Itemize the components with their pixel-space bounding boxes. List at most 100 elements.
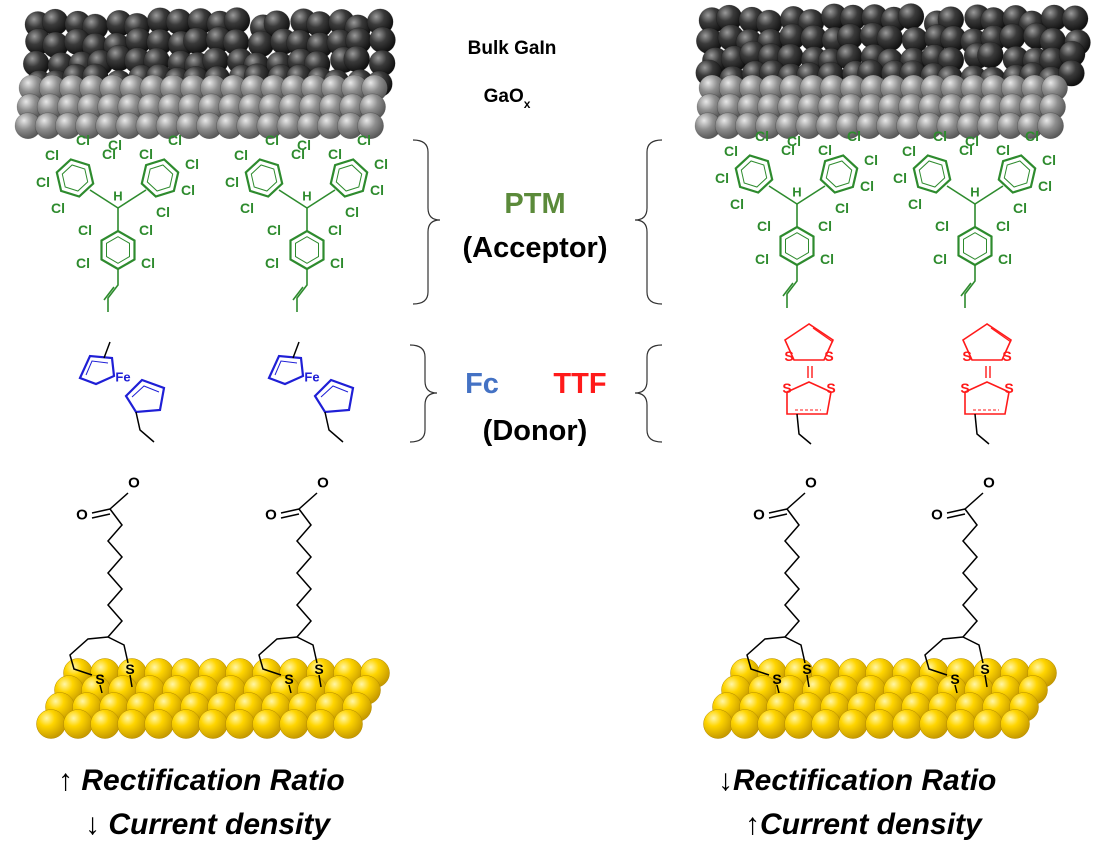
gold-atom — [225, 709, 255, 739]
benzene-ring — [55, 158, 95, 198]
gaox-label: GaOx — [484, 86, 531, 111]
carbonyl-oxygen-atom: O — [76, 507, 88, 524]
aromatic-bond — [250, 164, 278, 192]
oxygen-atom: O — [983, 475, 995, 492]
braces — [409, 139, 663, 443]
current-density-label: Current density — [760, 808, 982, 841]
carbonyl-oxygen-atom: O — [931, 507, 943, 524]
chlorine-atom: Cl — [267, 222, 281, 238]
up-arrow-icon: ↑ — [745, 808, 760, 841]
gold-atom — [333, 709, 363, 739]
aromatic-bond — [106, 236, 130, 264]
hydrogen-atom: H — [302, 189, 311, 204]
atom-sphere — [1058, 59, 1085, 87]
gold-atom — [252, 709, 282, 739]
chlorine-atom: Cl — [1038, 178, 1052, 194]
chlorine-atom: Cl — [1042, 152, 1056, 168]
benzene-ring — [734, 154, 774, 194]
gold-atom — [144, 709, 174, 739]
chlorine-atom: Cl — [265, 132, 279, 148]
benzene-ring — [329, 158, 369, 198]
atom-sphere — [1061, 5, 1089, 32]
chlorine-atom: Cl — [864, 152, 878, 168]
sulfur-atom: S — [826, 380, 835, 396]
benzene-ring — [912, 154, 952, 194]
right-caption-line1: ↓Rectification Ratio — [718, 764, 996, 798]
alkyl-ester-chain: O O S S — [924, 475, 995, 694]
sulfur-atom: S — [960, 380, 969, 396]
hydrogen-atom: H — [113, 189, 122, 204]
carbonyl-oxygen-atom: O — [265, 507, 277, 524]
benzene-ring — [140, 158, 180, 198]
chlorine-atom: Cl — [185, 156, 199, 172]
chlorine-atom: Cl — [374, 156, 388, 172]
electrode-labels: Bulk GaIn GaOx — [468, 38, 557, 111]
chlorine-atom: Cl — [724, 143, 738, 159]
gold-atom — [730, 709, 760, 739]
chlorine-atom: Cl — [715, 170, 729, 186]
gold-atom — [171, 709, 201, 739]
aromatic-bond — [295, 236, 319, 264]
chlorine-atom: Cl — [234, 147, 248, 163]
gold-atom — [36, 709, 66, 739]
chlorine-atom: Cl — [755, 251, 769, 267]
aromatic-bond — [1003, 160, 1031, 188]
oxygen-atom: O — [317, 475, 329, 492]
chlorine-atom: Cl — [818, 218, 832, 234]
carbonyl-oxygen-atom: O — [753, 507, 765, 524]
gold-atom — [892, 709, 922, 739]
chlorine-atom: Cl — [76, 132, 90, 148]
benzene-ring — [244, 158, 284, 198]
sulfur-atom: S — [980, 661, 989, 677]
gold-atom — [865, 709, 895, 739]
sulfur-atom: S — [824, 348, 833, 364]
down-arrow-icon: ↓ — [85, 808, 100, 841]
benzene-ring — [997, 154, 1037, 194]
chlorine-atom: Cl — [1013, 200, 1027, 216]
chlorine-atom: Cl — [755, 128, 769, 144]
chlorine-atom: Cl — [141, 255, 155, 271]
chlorine-atom: Cl — [893, 170, 907, 186]
chlorine-atom: Cl — [328, 222, 342, 238]
ptm-label: PTM — [504, 188, 565, 220]
chlorine-atom: Cl — [847, 128, 861, 144]
chlorine-atom: Cl — [902, 143, 916, 159]
gold-atom — [703, 709, 733, 739]
chlorine-atom: Cl — [297, 137, 311, 153]
rectification-ratio-label: Rectification Ratio — [81, 764, 345, 797]
sulfur-atom: S — [782, 380, 791, 396]
left-caption-line1: ↑ Rectification Ratio — [58, 764, 345, 798]
sulfur-atom: S — [950, 671, 959, 687]
chlorine-atom: Cl — [181, 182, 195, 198]
sulfur-atom: S — [314, 661, 323, 677]
atom-sphere — [977, 41, 1004, 69]
gold-atom — [117, 709, 147, 739]
sulfur-atom: S — [95, 671, 104, 687]
sulfur-atom: S — [125, 661, 134, 677]
sulfur-atom: S — [802, 661, 811, 677]
chlorine-atom: Cl — [998, 251, 1012, 267]
chlorine-atom: Cl — [139, 146, 153, 162]
gold-atom — [973, 709, 1003, 739]
ttf-label: TTF — [553, 368, 606, 400]
gold-atom — [784, 709, 814, 739]
sulfur-atom: S — [962, 348, 971, 364]
fc-label: Fc — [465, 368, 499, 400]
chlorine-atom: Cl — [820, 251, 834, 267]
chlorine-atom: Cl — [933, 128, 947, 144]
ferrocene-unit: Fe — [78, 341, 166, 443]
gold-atom — [198, 709, 228, 739]
sulfur-atom: S — [284, 671, 293, 687]
chlorine-atom: Cl — [78, 222, 92, 238]
chlorine-atom: Cl — [787, 133, 801, 149]
chlorine-atom: Cl — [996, 142, 1010, 158]
chlorine-atom: Cl — [357, 132, 371, 148]
